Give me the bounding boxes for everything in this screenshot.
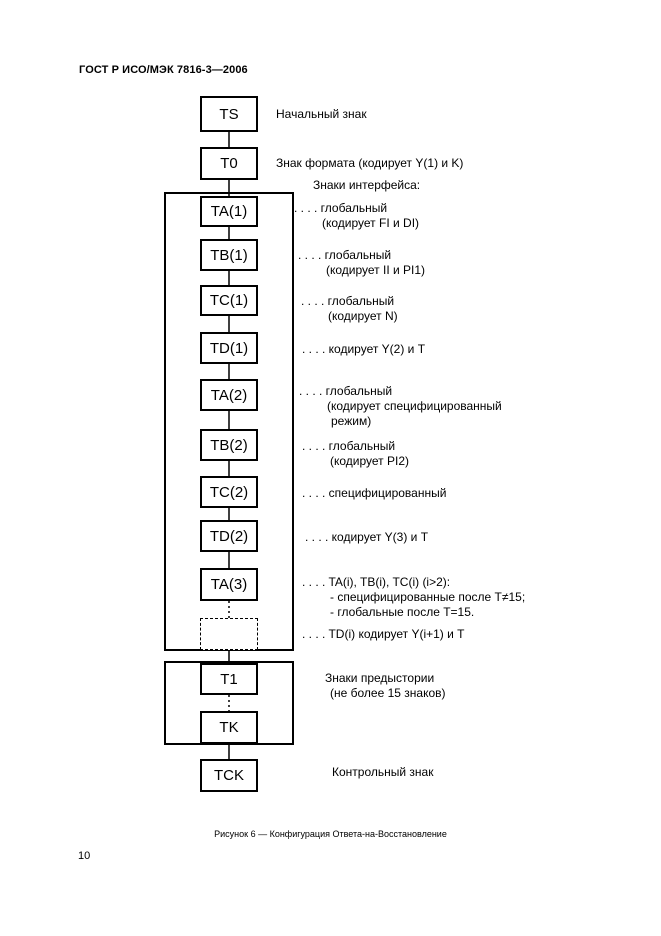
label-ta2-line3: режим) [331,414,372,428]
historical-frame [164,661,294,745]
document-header: ГОСТ Р ИСО/МЭК 7816-3—2006 [79,64,248,76]
label-ts: Начальный знак [276,107,367,121]
box-tck: TCK [200,759,258,792]
label-historical-line1: Знаки предыстории [325,671,435,685]
box-tk: TK [200,711,258,744]
box-t0: T0 [200,147,258,180]
box-td2: TD(2) [200,520,258,552]
label-ta2-line1: . . . . глобальный [299,384,393,398]
label-ta1-line2: (кодирует FI и DI) [322,216,420,230]
box-tb2: TB(2) [200,429,258,461]
label-td1: . . . . кодирует Y(2) и T [302,342,426,356]
box-t1: T1 [200,663,258,695]
figure-caption: Рисунок 6 — Конфигурация Ответа-на-Восст… [214,829,447,839]
label-td2: . . . . кодирует Y(3) и T [305,530,429,544]
box-td1: TD(1) [200,332,258,364]
label-interface-title: Знаки интерфейса: [313,178,421,192]
box-tb1: TB(1) [200,239,258,271]
label-tc1-line1: . . . . глобальный [301,294,395,308]
label-tb2-line2: (кодирует PI2) [330,454,410,468]
label-ta3-line2: - специфицированные после T≠15; [330,590,526,604]
box-tc2: TC(2) [200,476,258,508]
label-tb1-line2: (кодирует II и PI1) [326,263,426,277]
label-ta2-line2: (кодирует специфицированный [327,399,502,413]
label-tb2-line1: . . . . глобальный [302,439,396,453]
label-ta3-line3: - глобальные после T=15. [330,605,475,619]
label-historical-line2: (не более 15 знаков) [330,686,446,700]
label-tb1-line1: . . . . глобальный [298,248,392,262]
label-t0: Знак формата (кодирует Y(1) и K) [276,156,464,170]
label-tc2: . . . . специфицированный [302,486,447,500]
page-number: 10 [78,850,91,862]
label-tdi: . . . . TD(i) кодирует Y(i+1) и T [302,627,465,641]
label-ta1-line1: . . . . глобальный [294,201,388,215]
label-tc1-line2: (кодирует N) [328,309,398,323]
box-ta3: TA(3) [200,568,258,601]
box-tdi-dashed [200,618,258,650]
box-ta1: TA(1) [200,196,258,227]
box-ts: TS [200,96,258,132]
label-ta3-line1: . . . . TA(i), TB(i), TC(i) (i>2): [302,575,451,589]
interface-frame [164,192,294,651]
label-tck: Контрольный знак [332,765,434,779]
box-ta2: TA(2) [200,379,258,411]
box-tc1: TC(1) [200,285,258,316]
